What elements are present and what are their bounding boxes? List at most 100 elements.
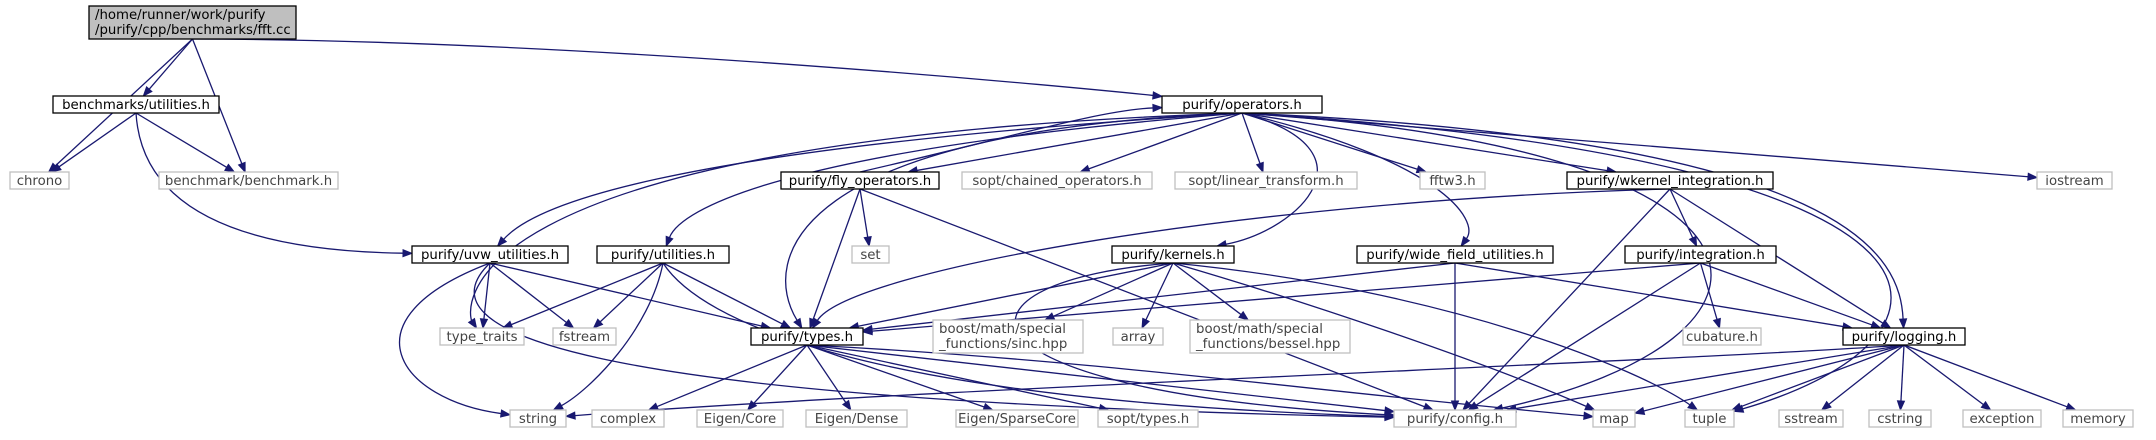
edge-types-to-complex [647, 344, 808, 411]
edge-uvw_utilities-to-type_traits [479, 262, 491, 330]
node-label: /purify/cpp/benchmarks/fft.cc [95, 23, 291, 38]
edge-operators-to-uvw_utilities [496, 112, 1243, 248]
node-logging[interactable]: purify/logging.h [1842, 327, 1966, 346]
node-label: boost/math/special [1196, 322, 1323, 337]
edge-kernels-to-array [1141, 262, 1174, 330]
node-iostream: iostream [2036, 171, 2113, 190]
edge-uvw_utilities-to-fstream [489, 262, 575, 329]
node-label: purify/operators.h [1182, 98, 1302, 113]
node-label: /home/runner/work/purify [95, 8, 266, 23]
node-label: sopt/linear_transform.h [1188, 174, 1343, 189]
node-label: iostream [2045, 174, 2103, 189]
node-label: boost/math/special [939, 322, 1066, 337]
edge-fft_cc-to-operators [192, 38, 1164, 100]
node-fly-operators[interactable]: purify/fly_operators.h [780, 171, 940, 190]
edge-wide_field-to-config [1450, 263, 1460, 412]
edge-utilities-to-type_traits [501, 262, 664, 329]
node-fstream: fstream [552, 327, 617, 346]
node-label: fftw3.h [1429, 174, 1475, 189]
node-label: Eigen/Dense [815, 412, 899, 427]
node-label: benchmark/benchmark.h [165, 174, 332, 189]
edge-types-to-config [806, 344, 1396, 415]
node-complex: complex [591, 409, 665, 428]
node-label: purify/wkernel_integration.h [1577, 174, 1764, 189]
edge-kernels-to-tuple [1172, 262, 1699, 411]
node-sinc: boost/math/special_functions/sinc.hpp [932, 319, 1084, 354]
node-label: purify/fly_operators.h [789, 174, 932, 189]
node-operators[interactable]: purify/operators.h [1161, 95, 1323, 114]
node-label: chrono [17, 174, 63, 189]
edge-operators-to-fly_operators [906, 112, 1243, 175]
node-label: map [1599, 412, 1629, 427]
node-label: complex [600, 412, 656, 427]
node-eigen-sparse: Eigen/SparseCore [955, 409, 1079, 428]
node-set: set [851, 245, 890, 264]
edge-operators-to-wkernel [1241, 112, 1618, 175]
edge-operators-to-logging [1241, 112, 1908, 330]
node-fft-cc[interactable]: /home/runner/work/purify/purify/cpp/benc… [88, 5, 297, 40]
node-tuple: tuple [1684, 409, 1735, 428]
edge-operators-to-iostream [1241, 112, 2039, 181]
node-utilities[interactable]: purify/utilities.h [596, 245, 730, 264]
node-config: purify/config.h [1393, 409, 1517, 428]
edge-logging-to-cstring [1896, 344, 1906, 412]
node-label: type_traits [446, 330, 517, 345]
edge-uvw_utilities-to-string [399, 262, 512, 418]
node-types[interactable]: purify/types.h [750, 327, 864, 346]
edge-logging-to-sstream [1820, 344, 1905, 411]
edge-kernels-to-bessel [1172, 262, 1250, 321]
edge-wkernel-to-types [811, 188, 1671, 330]
node-wkernel[interactable]: purify/wkernel_integration.h [1566, 171, 1774, 190]
node-label: purify/wide_field_utilities.h [1366, 248, 1543, 263]
node-linear-transform: sopt/linear_transform.h [1174, 171, 1358, 190]
node-label: cubature.h [1686, 330, 1758, 345]
node-benchmark: benchmark/benchmark.h [158, 171, 339, 190]
node-label: purify/types.h [761, 330, 853, 345]
edge-logging-to-string [564, 344, 1905, 420]
node-label: sopt/types.h [1107, 412, 1189, 427]
edge-operators-to-type_traits [467, 112, 1243, 330]
node-label: _functions/sinc.hpp [938, 337, 1067, 352]
node-label: purify/logging.h [1852, 330, 1957, 345]
edge-wkernel-to-integration [1669, 188, 1698, 248]
node-label: tuple [1693, 412, 1727, 427]
edge-fly_operators-to-set [859, 188, 872, 248]
node-string: string [509, 409, 567, 428]
node-kernels[interactable]: purify/kernels.h [1111, 245, 1235, 264]
node-label: sopt/chained_operators.h [972, 174, 1141, 189]
node-eigen-core: Eigen/Core [696, 409, 784, 428]
edges-layer [47, 38, 2077, 422]
node-sopt-types: sopt/types.h [1097, 409, 1199, 428]
edge-bench_utilities-to-chrono [50, 112, 137, 173]
edge-logging-to-map [1633, 344, 1905, 415]
node-sstream: sstream [1778, 409, 1844, 428]
edge-logging-to-tuple [1730, 344, 1905, 411]
node-bessel: boost/math/special_functions/bessel.hpp [1189, 319, 1351, 354]
edge-utilities-to-fstream [592, 262, 664, 329]
node-integration[interactable]: purify/integration.h [1624, 245, 1777, 264]
edge-fft_cc-to-bench_utilities [142, 38, 193, 98]
node-cstring: cstring [1868, 409, 1932, 428]
edge-types-to-eigen_core [746, 344, 808, 412]
nodes-layer: /home/runner/work/purify/purify/cpp/benc… [9, 5, 2134, 428]
edge-operators-to-utilities [665, 112, 1243, 248]
node-wide-field[interactable]: purify/wide_field_utilities.h [1356, 245, 1554, 264]
node-eigen-dense: Eigen/Dense [805, 409, 908, 428]
edge-logging-to-config [1505, 344, 1905, 413]
node-label: string [519, 412, 557, 427]
node-cubature: cubature.h [1682, 327, 1762, 346]
node-label: benchmarks/utilities.h [62, 98, 210, 113]
node-label: array [1121, 330, 1156, 345]
edge-bench_utilities-to-benchmark [135, 112, 236, 173]
node-uvw-utilities[interactable]: purify/uvw_utilities.h [411, 245, 569, 264]
edge-kernels-to-map [1172, 262, 1596, 411]
edge-types-to-eigen_dense [806, 344, 852, 412]
node-map: map [1592, 409, 1636, 428]
edge-operators-to-linear_transform [1241, 112, 1264, 174]
node-bench-utilities[interactable]: benchmarks/utilities.h [52, 95, 220, 114]
node-chained-operators: sopt/chained_operators.h [961, 171, 1153, 190]
edge-operators-to-types [784, 112, 1243, 330]
edge-wkernel-to-config [1462, 188, 1671, 412]
node-label: Eigen/Core [704, 412, 776, 427]
